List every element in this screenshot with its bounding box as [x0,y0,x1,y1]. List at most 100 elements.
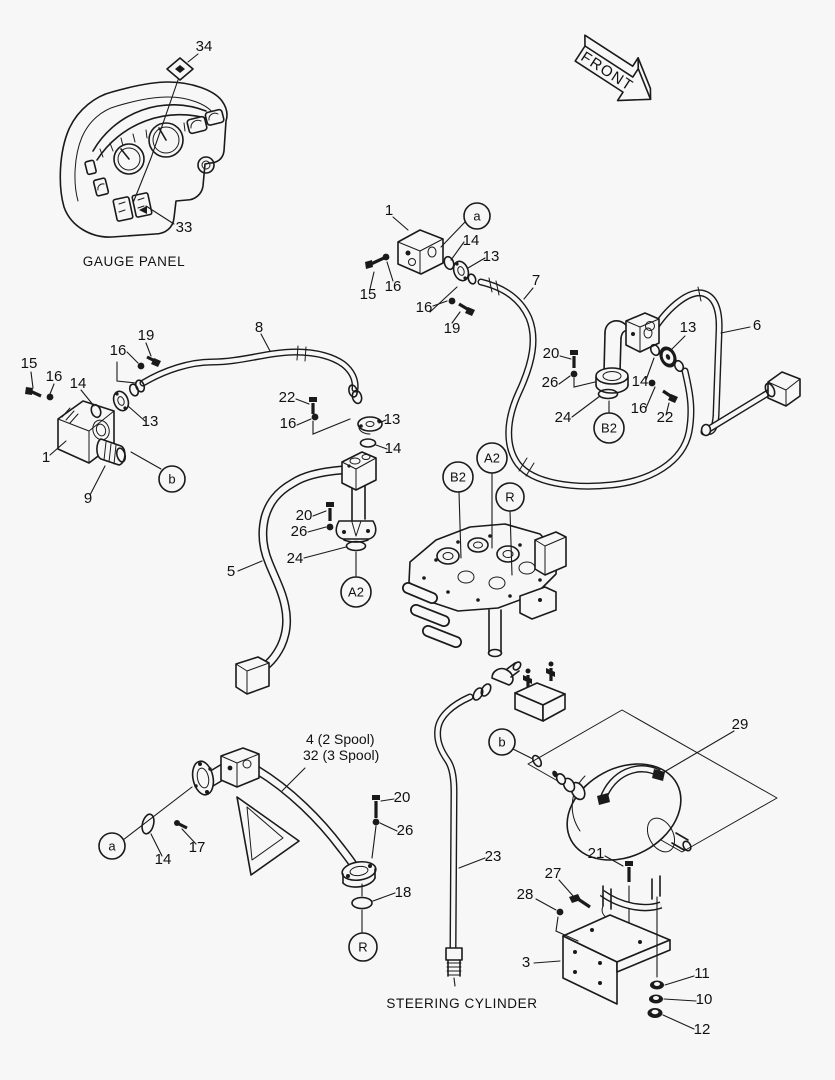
callout-11: 11 [694,965,710,982]
lower-clamp [599,875,663,919]
svg-text:b: b [498,735,505,750]
hose-23 [434,661,522,987]
callout-17: 17 [189,839,206,856]
callout-16: 16 [385,278,402,295]
spool-note: 4 (2 Spool) 32 (3 Spool) [303,731,379,763]
callout-19: 19 [138,327,155,344]
flange-13-center [357,416,383,435]
callout-27: 27 [545,865,562,882]
callout-21: 21 [588,845,605,862]
callout-14: 14 [155,851,172,868]
callout-24: 24 [555,409,572,426]
steering-pipe-assembly [122,747,380,933]
callout-1: 1 [42,449,50,466]
callout-14: 14 [385,440,402,457]
callout-13: 13 [680,319,697,336]
callout-14: 14 [463,232,480,249]
o-ring-24-center [345,540,367,552]
o-ring-14-center [359,438,377,448]
port-label-b: b [488,728,516,756]
hose-7 [477,277,695,490]
callout-1: 1 [385,202,393,219]
plug-9 [96,438,127,466]
callout-13: 13 [142,413,159,430]
callout-18: 18 [395,884,412,901]
callout-6: 6 [753,317,761,334]
port-label-A2: A2 [340,576,372,608]
elbow-assembly-right [570,312,685,414]
leader-lines [30,216,751,1030]
svg-text:A2: A2 [484,451,500,466]
o-ring-24-right [597,388,619,400]
port-label-B2: B2 [442,461,474,493]
callout-15: 15 [21,355,38,372]
pipe-5 [235,465,347,695]
nut-10 [649,994,663,1004]
callout-3: 3 [522,954,530,971]
port-label-B2: B2 [593,412,625,444]
callout-16: 16 [46,368,63,385]
callout-26: 26 [291,523,308,540]
callout-14: 14 [632,373,649,390]
flange-13-top [452,260,470,282]
callout-8: 8 [255,319,263,336]
callout-9: 9 [84,490,92,507]
gauge-panel-caption: GAUGE PANEL [83,254,185,269]
callout-7: 7 [532,272,540,289]
front-arrow: FRONT [574,34,652,102]
callout-22: 22 [279,389,296,406]
callout-16: 16 [631,400,648,417]
svg-text:A2: A2 [348,585,364,600]
o-ring-14-bottom [141,813,155,835]
washer-12 [647,1008,663,1018]
callout-16: 16 [416,299,433,316]
svg-text:R: R [505,490,514,505]
svg-text:a: a [473,209,481,224]
callout-26: 26 [542,374,559,391]
bracket-3 [562,914,671,1005]
port-label-R: R [495,482,525,512]
callout-14: 14 [70,375,87,392]
callout-22: 22 [657,409,674,426]
callout-19: 19 [444,320,461,337]
callout-23: 23 [485,848,502,865]
o-ring-14-right [649,343,661,357]
callout-34: 34 [196,38,213,55]
callout-28: 28 [517,886,534,903]
gauge-panel-illustration: GAUGE PANEL [59,53,228,269]
manifold-block [514,661,566,722]
port-label-R: R [348,932,378,962]
callout-12: 12 [694,1021,711,1038]
callout-13: 13 [483,248,500,265]
callout-16: 16 [110,342,127,359]
callout-20: 20 [296,507,313,524]
valve-block-left [25,355,161,466]
steering-cylinder-caption: STEERING CYLINDER [386,996,537,1011]
callout-29: 29 [732,716,749,733]
callout-26: 26 [397,822,414,839]
hose-8 [128,345,363,405]
callout-15: 15 [360,286,377,303]
port-label-b: b [158,465,186,493]
spool-note-line1: 4 (2 Spool) [306,731,374,747]
callout-13: 13 [384,411,401,428]
center-elbow-assembly [309,397,383,577]
o-ring-18 [351,896,373,910]
port-label-a: a [98,832,126,860]
svg-text:B2: B2 [601,421,617,436]
callout-24: 24 [287,550,304,567]
nut-11 [650,980,664,990]
port-label-a: a [463,202,491,230]
callout-5: 5 [227,563,235,580]
front-label: FRONT [578,48,637,94]
port-label-A2: A2 [476,442,508,474]
callout-20: 20 [543,345,560,362]
svg-text:a: a [108,839,116,854]
callout-33: 33 [176,219,193,236]
callout-10: 10 [696,991,713,1008]
svg-text:B2: B2 [450,470,466,485]
